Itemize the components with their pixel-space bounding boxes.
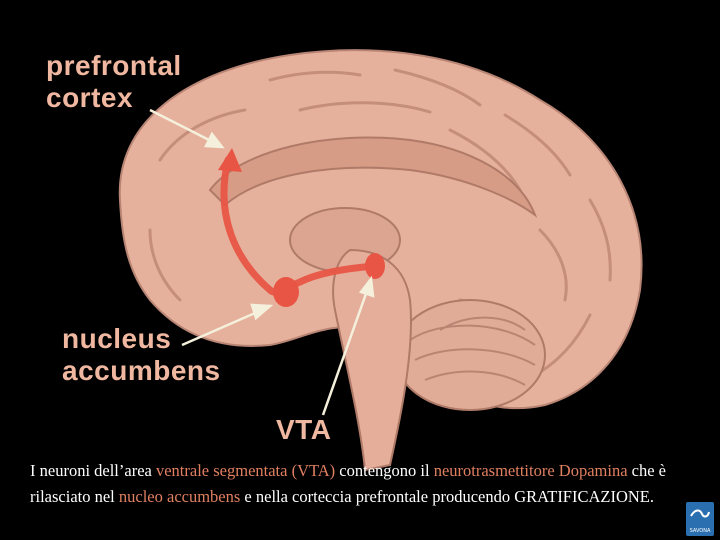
caption-highlight-neurotransmitter: neurotrasmettitore bbox=[434, 461, 555, 480]
caption-part: contengono il bbox=[335, 461, 434, 480]
label-nucleus-line2: accumbens bbox=[62, 355, 221, 387]
label-vta: VTA bbox=[276, 414, 331, 446]
logo-text: SAVONA bbox=[686, 528, 714, 534]
label-nucleus-line1: nucleus bbox=[62, 323, 221, 355]
caption-highlight-nucleus-accumbens: nucleo accumbens bbox=[119, 487, 240, 506]
vta-dot bbox=[365, 253, 385, 279]
label-nucleus-accumbens: nucleus accumbens bbox=[62, 323, 221, 387]
caption-highlight-dopamine: Dopamina bbox=[559, 461, 628, 480]
label-prefrontal-cortex: prefrontal cortex bbox=[46, 50, 182, 114]
label-prefrontal-line1: prefrontal bbox=[46, 50, 182, 82]
publisher-logo: SAVONA bbox=[686, 502, 714, 536]
nucleus-accumbens-dot bbox=[273, 277, 299, 307]
wave-icon bbox=[690, 507, 710, 521]
caption-part: I neuroni dell’area bbox=[30, 461, 156, 480]
caption-part: e nella corteccia prefrontale producendo… bbox=[240, 487, 654, 506]
caption-highlight-vta: ventrale segmentata (VTA) bbox=[156, 461, 335, 480]
cerebellum bbox=[395, 300, 545, 410]
label-prefrontal-line2: cortex bbox=[46, 82, 182, 114]
caption-text: I neuroni dell’area ventrale segmentata … bbox=[30, 458, 690, 510]
